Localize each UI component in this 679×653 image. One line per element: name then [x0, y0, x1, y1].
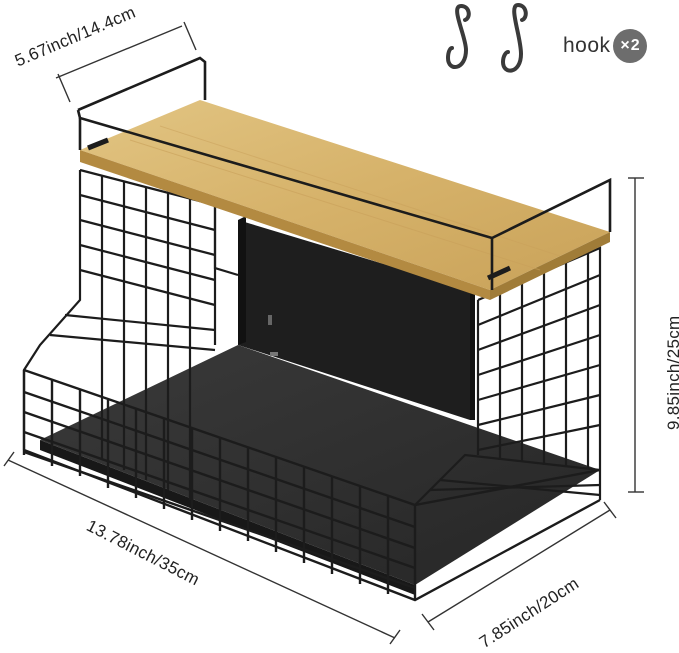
height-label: 9.85inch/25cm [664, 315, 679, 430]
top-wire-rail [76, 56, 612, 290]
s-hook-icon [445, 2, 528, 73]
multiplier-symbol: × [620, 37, 630, 54]
dimension-lines [3, 21, 644, 645]
back-panel [238, 216, 475, 420]
hook-count: 2 [630, 37, 640, 54]
hook-quantity-legend: hook ×2 [563, 29, 647, 63]
hook-label: hook [563, 34, 611, 57]
quantity-badge: ×2 [612, 29, 647, 63]
